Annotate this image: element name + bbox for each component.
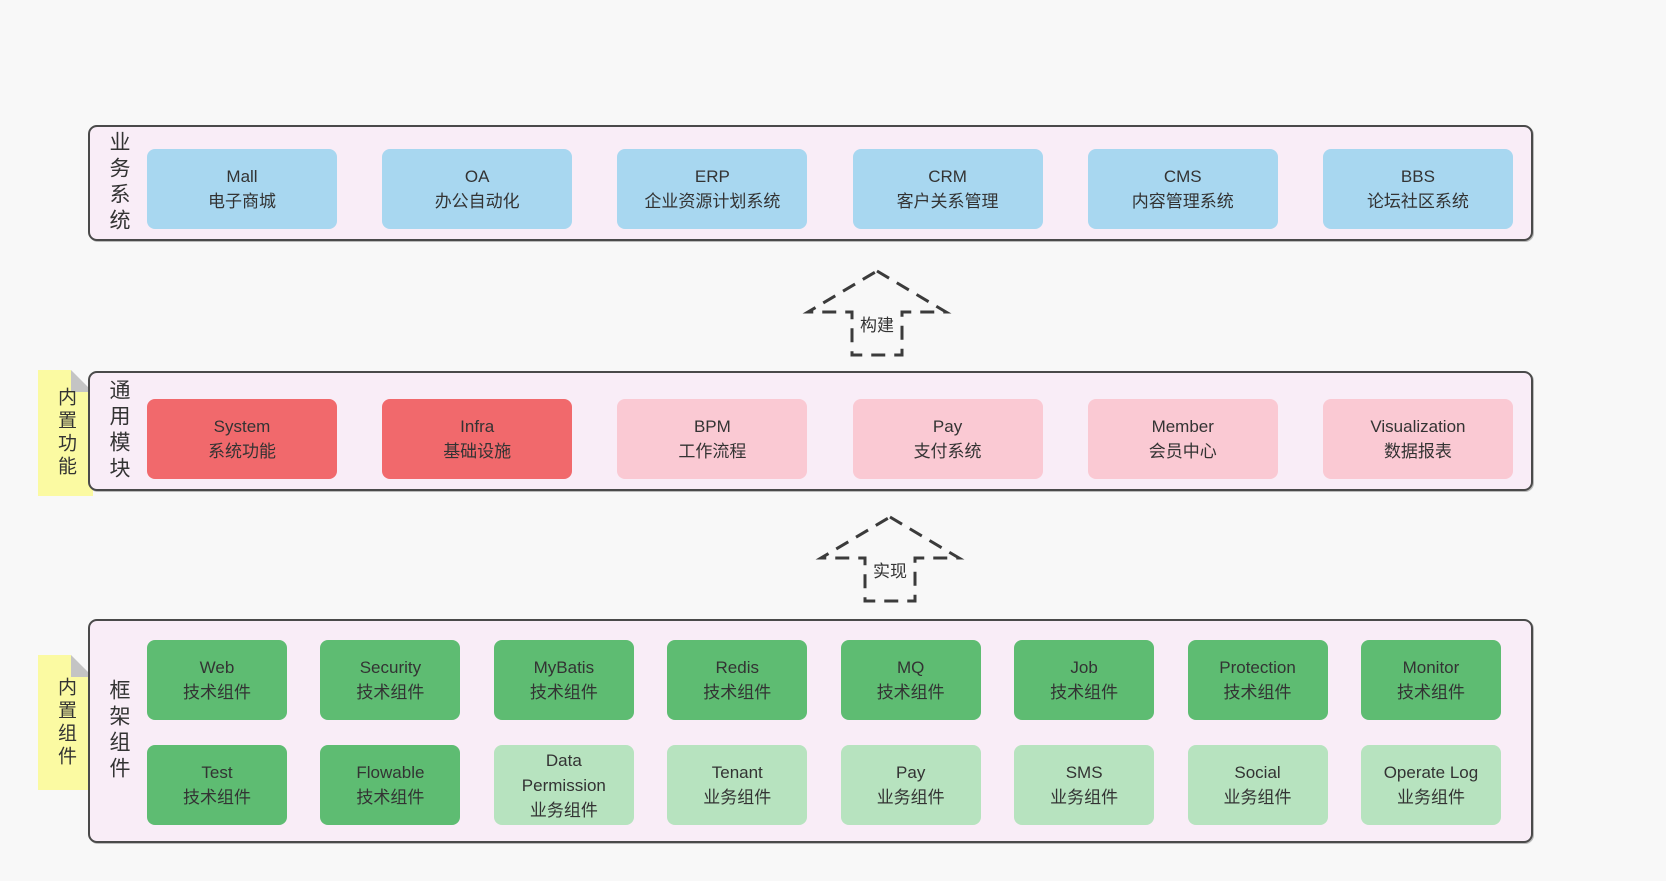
box-web: Web 技术组件 xyxy=(147,640,287,720)
box-erp: ERP 企业资源计划系统 xyxy=(617,149,808,229)
box-cms: CMS 内容管理系统 xyxy=(1087,149,1278,229)
box-visualization: Visualization 数据报表 xyxy=(1322,399,1513,479)
box-bbs: BBS 论坛社区系统 xyxy=(1322,149,1513,229)
up-arrow-implement-icon xyxy=(815,515,965,603)
box-test: Test 技术组件 xyxy=(147,745,287,825)
layer-business-systems: 业务系统 Mall 电子商城 OA 办公自动化 ERP 企业资源计划系统 CRM… xyxy=(88,125,1533,241)
layer-title: 业务系统 xyxy=(107,131,130,235)
layer-title: 通用模块 xyxy=(107,379,130,483)
box-sms: SMS 业务组件 xyxy=(1014,745,1155,825)
layer-title: 框架组件 xyxy=(107,679,130,783)
box-flowable: Flowable 技术组件 xyxy=(320,745,461,825)
arrow-label-implement: 实现 xyxy=(870,557,910,582)
box-security: Security 技术组件 xyxy=(320,640,461,720)
box-mq: MQ 技术组件 xyxy=(840,640,981,720)
box-job: Job 技术组件 xyxy=(1014,640,1155,720)
sticky-note-label: 内置组件 xyxy=(55,676,76,769)
box-social: Social 业务组件 xyxy=(1187,745,1328,825)
up-arrow-build-icon xyxy=(802,269,952,357)
box-protection: Protection 技术组件 xyxy=(1187,640,1328,720)
box-bpm: BPM 工作流程 xyxy=(617,399,808,479)
box-system: System 系统功能 xyxy=(147,399,337,479)
box-crm: CRM 客户关系管理 xyxy=(852,149,1043,229)
box-data-permission: Data Permission 业务组件 xyxy=(493,745,634,825)
box-oa: OA 办公自动化 xyxy=(382,149,573,229)
box-redis: Redis 技术组件 xyxy=(667,640,808,720)
box-operate-log: Operate Log 业务组件 xyxy=(1360,745,1501,825)
box-tenant: Tenant 业务组件 xyxy=(667,745,808,825)
box-member: Member 会员中心 xyxy=(1087,399,1278,479)
box-pay-system: Pay 支付系统 xyxy=(852,399,1043,479)
box-mybatis: MyBatis 技术组件 xyxy=(493,640,634,720)
box-monitor: Monitor 技术组件 xyxy=(1360,640,1501,720)
layer-framework-components: 框架组件 Web 技术组件 Security 技术组件 MyBatis 技术组件… xyxy=(88,619,1533,843)
sticky-note-builtin-components: 内置组件 xyxy=(38,655,93,790)
sticky-note-label: 内置功能 xyxy=(55,387,76,479)
sticky-note-builtin-functions: 内置功能 xyxy=(38,370,93,496)
layer-common-modules: 通用模块 System 系统功能 Infra 基础设施 BPM 工作流程 Pay… xyxy=(88,371,1533,491)
arrow-label-build: 构建 xyxy=(857,311,897,336)
box-infra: Infra 基础设施 xyxy=(382,399,573,479)
box-mall: Mall 电子商城 xyxy=(147,149,337,229)
box-pay-component: Pay 业务组件 xyxy=(840,745,981,825)
